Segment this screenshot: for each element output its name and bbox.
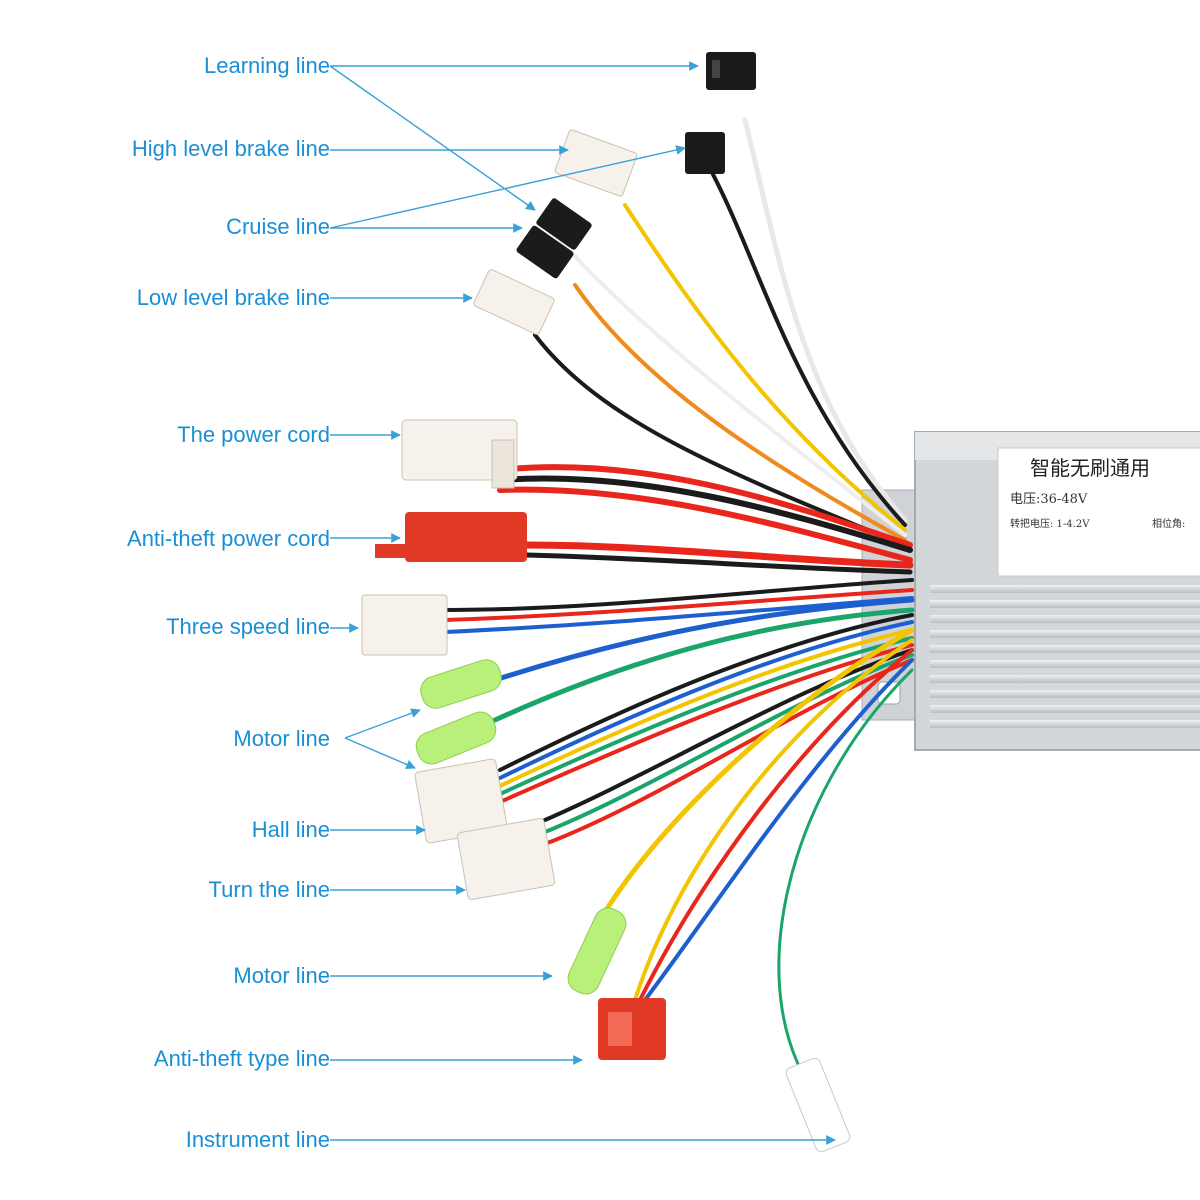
label-hall-line: Hall line [251,817,330,842]
cruise-connector [685,132,725,174]
label-learning-line: Learning line [204,53,330,78]
controller-phase: 相位角: [1152,517,1185,530]
controller-throttle-voltage: 转把电压: 1-4.2V [1010,517,1090,530]
label-cruise-line: Cruise line [226,214,330,239]
antitheft-type-connector [598,998,666,1060]
leader-lines [329,61,836,1145]
controller-sticker [997,447,1200,577]
label-motor-line-lower: Motor line [233,963,330,988]
controller-fins [930,585,1200,728]
instrument-connector [785,1057,851,1153]
low-brake-connector [473,269,555,335]
high-brake-connector [554,129,638,197]
label-low-level-brake-line: Low level brake line [136,285,330,310]
label-anti-theft-power-cord: Anti-theft power cord [127,526,330,551]
controller-box: 智能无刷通用 电压:36-48V 转把电压: 1-4.2V 相位角: [861,431,1200,751]
motor-bullet-connector-lower [567,907,627,995]
power-connector [401,419,518,489]
controller-voltage: 电压:36-48V [1010,492,1088,507]
controller-title: 智能无刷通用 [1030,456,1150,480]
label-high-level-brake-line: High level brake line [131,136,330,161]
learning-connector [706,52,756,90]
motor-bullet-connectors-upper [415,659,502,765]
black-plug-pair [516,198,592,279]
label-anti-theft-type-line: Anti-theft type line [153,1046,330,1071]
label-motor-line-upper: Motor line [233,726,330,751]
label-turn-line: Turn the line [208,877,330,902]
three-speed-connector [361,594,448,656]
wire-bundle [443,117,915,1102]
label-power-cord: The power cord [177,422,330,447]
antitheft-power-connector [375,512,527,562]
label-instrument-line: Instrument line [185,1127,330,1152]
label-three-speed-line: Three speed line [166,614,330,639]
turn-connector [456,818,556,900]
